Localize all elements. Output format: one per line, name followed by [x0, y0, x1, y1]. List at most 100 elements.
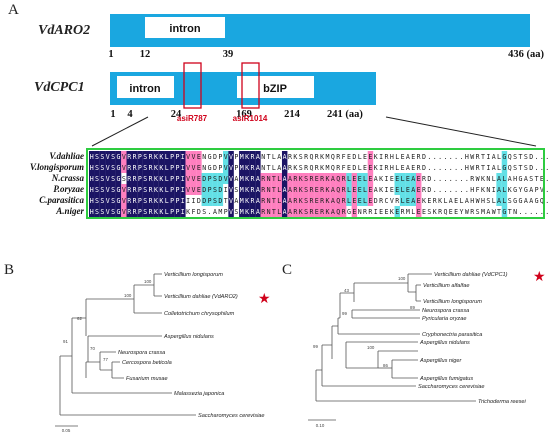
vdaro2-pos-39: 39 [223, 49, 234, 60]
alignment-residue: I [181, 164, 185, 172]
alignment-cell [89, 162, 95, 173]
alignment-residue: E [352, 208, 356, 216]
alignment-cell [340, 184, 347, 195]
tree-c [315, 273, 476, 402]
bootstrap-value: 99 [342, 311, 347, 316]
alignment-residue: K [481, 186, 485, 194]
alignment-residue: E [384, 208, 388, 216]
alignment-cell [239, 195, 245, 206]
alignment-cell [276, 173, 283, 184]
alignment-residue: V [106, 175, 110, 183]
alignment-residue: G [502, 208, 506, 216]
alignment-cell [185, 162, 191, 173]
alignment-cell [185, 184, 191, 195]
alignment-residue: D [427, 175, 431, 183]
vdcpc1-bzip-box [237, 76, 314, 98]
alignment-cell [131, 184, 138, 195]
alignment-cell [239, 151, 245, 162]
alignment-cell [164, 195, 170, 206]
alignment-residue: L [165, 208, 169, 216]
alignment-cell [99, 195, 106, 206]
gene-name-vdaro2: VdARO2 [38, 23, 90, 38]
alignment-cell [244, 195, 250, 206]
alignment-cell [319, 173, 325, 184]
alignment-cell [308, 206, 315, 217]
alignment-residue: P [175, 175, 179, 183]
alignment-cell [94, 206, 100, 217]
alignment-cell [206, 173, 213, 184]
alignment-cell [244, 162, 250, 173]
alignment-residue: K [245, 186, 249, 194]
alignment-cell [196, 151, 202, 162]
alignment-residue: A [497, 197, 501, 205]
alignment-residue: A [524, 175, 528, 183]
alignment-residue: T [518, 153, 522, 161]
alignment-residue: . [427, 153, 431, 161]
alignment-residue: R [261, 175, 265, 183]
alignment-residue: K [245, 164, 249, 172]
alignment-residue: K [159, 153, 163, 161]
bootstrap-value: 89 [410, 305, 415, 310]
tree-leaf: Colletotrichum chrysophilum [164, 311, 235, 317]
alignment-cell [147, 195, 154, 206]
alignment-residue: Q [331, 153, 335, 161]
alignment-residue: E [368, 164, 372, 172]
alignment-residue: N [261, 153, 265, 161]
alignment-cell [94, 173, 100, 184]
alignment-residue: S [304, 197, 308, 205]
alignment-cell [308, 184, 315, 195]
alignment-residue: P [535, 186, 539, 194]
alignment-cell [131, 162, 138, 173]
alignment-residue: R [250, 197, 254, 205]
alignment-cell [228, 195, 234, 206]
alignment-cell [158, 173, 165, 184]
alignment-residue: . [535, 208, 539, 216]
alignment-residue: I [181, 175, 185, 183]
alignment-residue: R [320, 175, 324, 183]
alignment-residue: G [116, 197, 120, 205]
alignment-residue: W [470, 164, 474, 172]
alignment-residue: K [245, 197, 249, 205]
alignment-residue: I [384, 175, 388, 183]
alignment-residue: R [384, 164, 388, 172]
alignment-cell [142, 151, 149, 162]
alignment-residue: P [138, 164, 142, 172]
alignment-residue: V [106, 197, 110, 205]
alignment-residue: K [390, 208, 394, 216]
alignment-cell [180, 151, 186, 162]
alignment-cell [501, 173, 508, 184]
alignment-residue: E [540, 175, 544, 183]
alignment-residue: E [315, 197, 319, 205]
tree-leaf: Saccharomyces cerevisiae [418, 384, 485, 390]
alignment-residue: E [368, 197, 372, 205]
alignment-residue: . [443, 153, 447, 161]
bootstrap-value: 91 [63, 339, 68, 344]
bootstrap-value: 62 [77, 316, 82, 321]
alignment-residue: K [154, 175, 158, 183]
alignment-residue: A [331, 208, 335, 216]
alignment-residue: K [159, 164, 163, 172]
alignment-residue: . [540, 164, 544, 172]
alignment-residue: T [224, 197, 228, 205]
alignment-residue: . [438, 164, 442, 172]
alignment-cell [223, 173, 229, 184]
alignment-residue: S [427, 208, 431, 216]
alignment-residue: H [90, 153, 94, 161]
sirna-label-1014: asiR1014 [233, 114, 268, 123]
alignment-residue: V [229, 186, 233, 194]
alignment-cell [255, 206, 261, 217]
alignment-cell [169, 173, 175, 184]
alignment-residue: R [127, 164, 131, 172]
alignment-residue: V [122, 186, 126, 194]
alignment-cell [496, 195, 502, 206]
alignment-cell [223, 151, 229, 162]
alignment-residue: A [508, 175, 512, 183]
alignment-cell [394, 173, 400, 184]
alignment-residue: V [229, 153, 233, 161]
alignment-residue: R [476, 153, 480, 161]
alignment-cell [131, 151, 138, 162]
alignment-cell [180, 173, 186, 184]
alignment-residue: R [470, 175, 474, 183]
tree-leaf: Verticillium longisporum [164, 272, 223, 278]
alignment-residue: I [492, 186, 496, 194]
